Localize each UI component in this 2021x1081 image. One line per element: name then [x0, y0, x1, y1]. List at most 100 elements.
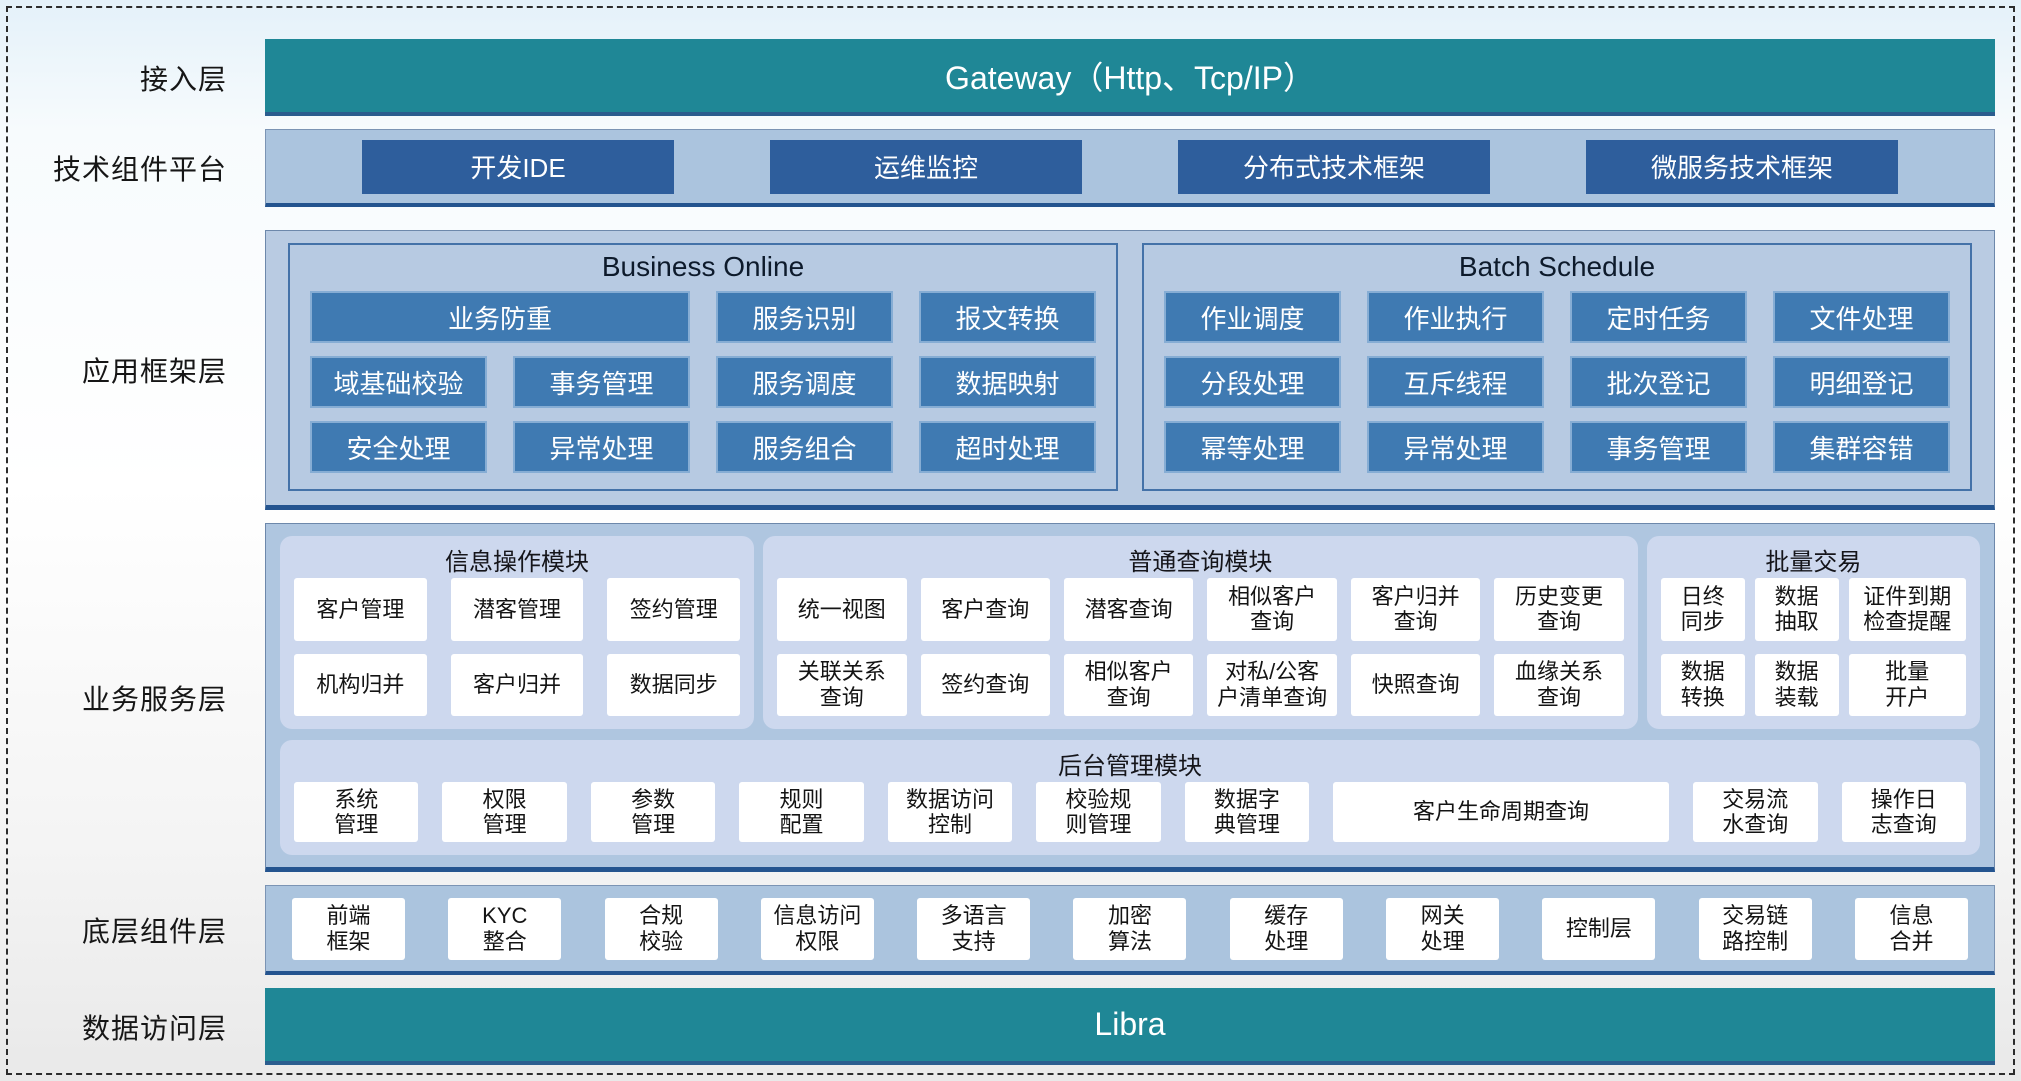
framework-chip: 超时处理: [919, 421, 1096, 473]
service-layer-panel: 信息操作模块 客户管理 潜客管理 签约管理 机构归并 客户归并 数据同步: [265, 523, 1995, 872]
module-cell: 签约查询: [920, 653, 1050, 716]
module-cell: 校验规 则管理: [1036, 782, 1161, 842]
data-access-label: 数据访问层: [81, 1012, 227, 1044]
service-layer-row: 业务服务层 信息操作模块 客户管理 潜客管理 签约管理 机构归并 客户归并: [0, 523, 1995, 872]
module-cell: 批量 开户: [1848, 653, 1966, 716]
base-cell: 合规 校验: [604, 897, 718, 960]
base-cell: 前端 框架: [292, 897, 405, 960]
module-cell: 系统 管理: [294, 782, 419, 842]
base-cell: 信息访问 权限: [760, 897, 874, 960]
module-cell: 客户归并 查询: [1350, 578, 1481, 641]
access-layer-row: 接入层 Gateway（Http、Tcp/IP）: [0, 39, 1995, 116]
framework-chip: 定时任务: [1570, 291, 1747, 343]
module-cell: 数据字 典管理: [1184, 782, 1310, 842]
diagram-content: 接入层 Gateway（Http、Tcp/IP） 技术组件平台 开发IDE 运维…: [0, 39, 1995, 1065]
module-cell: 客户生命周期查询: [1333, 782, 1670, 842]
framework-chip: 域基础校验: [310, 356, 487, 408]
framework-chip: 作业执行: [1367, 291, 1544, 343]
business-online-box: Business Online 业务防重 服务识别 报文转换 域基础校验 事务管…: [288, 243, 1118, 491]
data-access-row: 数据访问层 Libra: [0, 988, 1995, 1065]
module-cell: 历史变更 查询: [1494, 578, 1624, 641]
libra-bar: Libra: [265, 988, 1995, 1065]
info-operate-module: 信息操作模块 客户管理 潜客管理 签约管理 机构归并 客户归并 数据同步: [280, 536, 755, 729]
framework-chip: 事务管理: [513, 356, 690, 408]
tech-platform-panel: 开发IDE 运维监控 分布式技术框架 微服务技术框架: [265, 129, 1995, 207]
base-cell: 网关 处理: [1386, 897, 1500, 960]
module-cell: 潜客查询: [1063, 578, 1194, 641]
gateway-bar: Gateway（Http、Tcp/IP）: [265, 39, 1995, 116]
framework-chip: 服务调度: [716, 356, 893, 408]
service-top-modules: 信息操作模块 客户管理 潜客管理 签约管理 机构归并 客户归并 数据同步: [280, 536, 1980, 729]
framework-chip: 业务防重: [310, 291, 690, 343]
batch-trade-module: 批量交易 日终 同步 数据 抽取 证件到期 检查提醒 数据 转换 数据 装载 批…: [1646, 536, 1980, 729]
tech-chip: 分布式技术框架: [1178, 139, 1490, 194]
module-cell: 数据 转换: [1660, 653, 1745, 716]
base-components-label: 底层组件层: [81, 916, 227, 947]
service-layer-label: 业务服务层: [81, 683, 227, 715]
access-layer-label: 接入层: [139, 63, 227, 95]
base-cell: 加密 算法: [1073, 897, 1187, 960]
framework-chip: 报文转换: [919, 291, 1096, 343]
module-cell: 数据访问 控制: [887, 782, 1013, 842]
module-cell: 权限 管理: [442, 782, 567, 842]
tech-platform-label: 技术组件平台: [52, 154, 227, 185]
framework-chip: 数据映射: [919, 356, 1096, 408]
framework-chip: 服务识别: [716, 291, 893, 343]
module-cell: 相似客户 查询: [1207, 578, 1337, 641]
module-cell: 参数 管理: [590, 782, 716, 842]
common-query-module: 普通查询模块 统一视图 客户查询 潜客查询 相似客户 查询 客户归并 查询 历史…: [763, 536, 1638, 729]
module-cell: 血缘关系 查询: [1494, 653, 1624, 716]
module-cell: 客户管理: [294, 578, 427, 641]
framework-chip: 作业调度: [1164, 291, 1341, 343]
framework-chip: 异常处理: [513, 421, 690, 473]
module-cell: 日终 同步: [1660, 578, 1745, 641]
base-cell: 交易链 路控制: [1698, 897, 1812, 960]
tech-platform-row: 技术组件平台 开发IDE 运维监控 分布式技术框架 微服务技术框架: [0, 129, 1995, 207]
tech-chip: 运维监控: [770, 139, 1082, 194]
module-cell: 数据 装载: [1754, 653, 1839, 716]
framework-chip: 分段处理: [1164, 356, 1341, 408]
tech-chip: 开发IDE: [362, 139, 674, 194]
module-cell: 客户查询: [920, 578, 1050, 641]
batch-schedule-title: Batch Schedule: [1458, 251, 1656, 282]
framework-chip: 服务组合: [716, 421, 893, 473]
batch-schedule-box: Batch Schedule 作业调度 作业执行 定时任务 文件处理 分段处理 …: [1142, 243, 1972, 491]
base-cell: 缓存 处理: [1229, 897, 1343, 960]
module-cell: 客户归并: [450, 653, 584, 716]
module-cell: 相似客户 查询: [1063, 653, 1194, 716]
framework-chip: 文件处理: [1773, 291, 1950, 343]
module-cell: 交易流 水查询: [1693, 782, 1818, 842]
batch-trade-title: 批量交易: [1765, 548, 1862, 576]
framework-chip: 明细登记: [1773, 356, 1950, 408]
module-cell: 机构归并: [294, 653, 427, 716]
framework-chip: 安全处理: [310, 421, 487, 473]
framework-chip: 事务管理: [1570, 421, 1747, 473]
module-cell: 证件到期 检查提醒: [1848, 578, 1966, 641]
module-cell: 对私/公客 户清单查询: [1207, 653, 1337, 716]
base-components-panel: 前端 框架 KYC 整合 合规 校验 信息访问 权限 多语言 支持 加密 算法 …: [265, 885, 1995, 975]
module-cell: 统一视图: [777, 578, 907, 641]
business-online-title: Business Online: [601, 251, 805, 282]
module-cell: 规则 配置: [739, 782, 864, 842]
module-cell: 数据同步: [607, 653, 741, 716]
framework-chip: 集群容错: [1773, 421, 1950, 473]
base-cell: 信息 合并: [1854, 897, 1968, 960]
module-cell: 快照查询: [1350, 653, 1481, 716]
admin-module-title: 后台管理模块: [1058, 752, 1202, 780]
module-cell: 操作日 志查询: [1841, 782, 1966, 842]
tech-chip: 微服务技术框架: [1586, 139, 1898, 194]
info-operate-title: 信息操作模块: [445, 548, 590, 576]
module-cell: 潜客管理: [450, 578, 584, 641]
framework-chip: 幂等处理: [1164, 421, 1341, 473]
batch-schedule-grid: 作业调度 作业执行 定时任务 文件处理 分段处理 互斥线程 批次登记 明细登记 …: [1144, 289, 1970, 489]
app-framework-panel: Business Online 业务防重 服务识别 报文转换 域基础校验 事务管…: [265, 230, 1995, 510]
common-query-title: 普通查询模块: [1128, 548, 1273, 576]
base-cell: KYC 整合: [448, 897, 562, 960]
framework-chip: 互斥线程: [1367, 356, 1544, 408]
admin-module: 后台管理模块 系统 管理 权限 管理 参数 管理 规则 配置 数据访问 控制 校…: [280, 740, 1980, 855]
app-framework-row: 应用框架层 Business Online 业务防重 服务识别 报文转换 域基础…: [0, 230, 1995, 510]
base-cell: 控制层: [1542, 897, 1656, 960]
app-framework-label: 应用框架层: [81, 356, 227, 387]
framework-chip: 批次登记: [1570, 356, 1747, 408]
